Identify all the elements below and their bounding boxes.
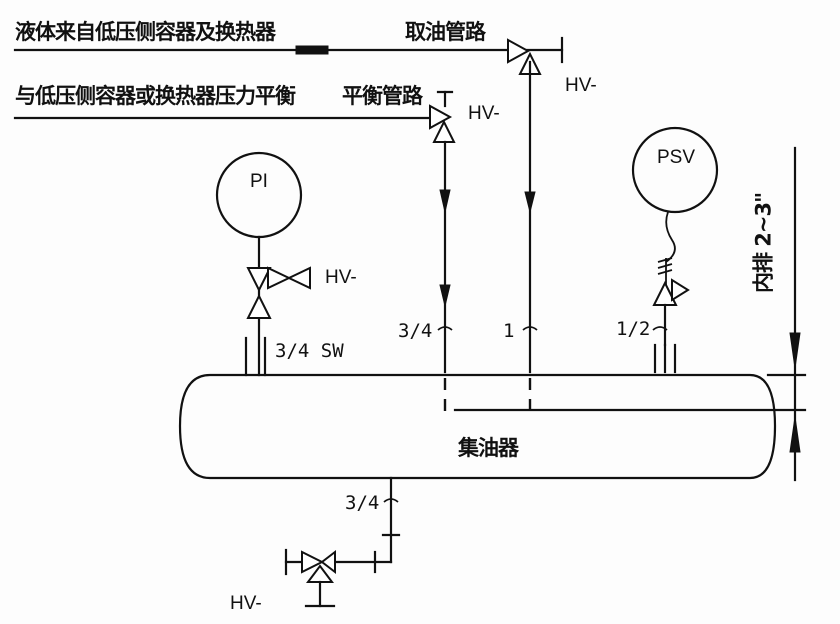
- pi-label: PI: [250, 171, 268, 192]
- oil-collector-vessel: [178, 373, 777, 480]
- pi-nozzle-size: 3/4 SW: [275, 340, 344, 362]
- flow-arrow-icon: [439, 284, 451, 307]
- drain-dimension-note: 内排 2~3": [751, 192, 776, 294]
- safety-valve-gauge-icon: [631, 126, 719, 214]
- valve-icon: [246, 267, 272, 293]
- balance-pipe-size: 3/4: [398, 320, 433, 342]
- pressure-balance-label: 与低压侧容器或换热器压力平衡: [15, 84, 296, 108]
- valve-icon: [671, 278, 690, 302]
- flow-arrow-icon: [295, 45, 329, 55]
- pipe-size-mark: [437, 326, 453, 331]
- dimension-arrow-icon: [789, 416, 801, 453]
- balance-line-label: 平衡管路: [342, 84, 423, 108]
- valve-icon: [267, 266, 292, 290]
- pipe-size-mark: [522, 326, 538, 331]
- drain-pipe-size: 1: [503, 320, 515, 342]
- drain-line-label: 取油管路: [405, 20, 486, 44]
- psv-tubing: [665, 211, 676, 263]
- hv-label-bottom: HV-: [230, 593, 262, 614]
- pressure-gauge-icon: [215, 151, 303, 239]
- valve-icon: [429, 104, 453, 130]
- oil-collector-label: 集油器: [458, 436, 519, 460]
- hv-label-pi: HV-: [325, 267, 357, 288]
- flow-arrow-icon: [524, 191, 536, 213]
- valve-icon: [306, 564, 334, 583]
- hv-label-balance: HV-: [468, 103, 500, 124]
- dimension-arrow-icon: [789, 332, 801, 369]
- psv-spring: [657, 257, 673, 263]
- psv-spring: [657, 269, 673, 275]
- valve-icon: [286, 266, 311, 290]
- psv-pipe-size: 1/2: [616, 318, 651, 340]
- valve-icon: [301, 550, 325, 574]
- hv-label-drain: HV-: [565, 75, 597, 96]
- bottom-pipe-size: 3/4: [345, 492, 380, 514]
- valve-icon: [507, 38, 531, 64]
- liquid-inlet-label: 液体来自低压侧容器及换热器: [15, 20, 276, 44]
- psv-spring: [657, 263, 673, 269]
- valve-icon: [246, 293, 272, 319]
- flow-arrow-icon: [439, 189, 451, 213]
- psv-label: PSV: [657, 147, 696, 168]
- valve-icon: [320, 549, 336, 575]
